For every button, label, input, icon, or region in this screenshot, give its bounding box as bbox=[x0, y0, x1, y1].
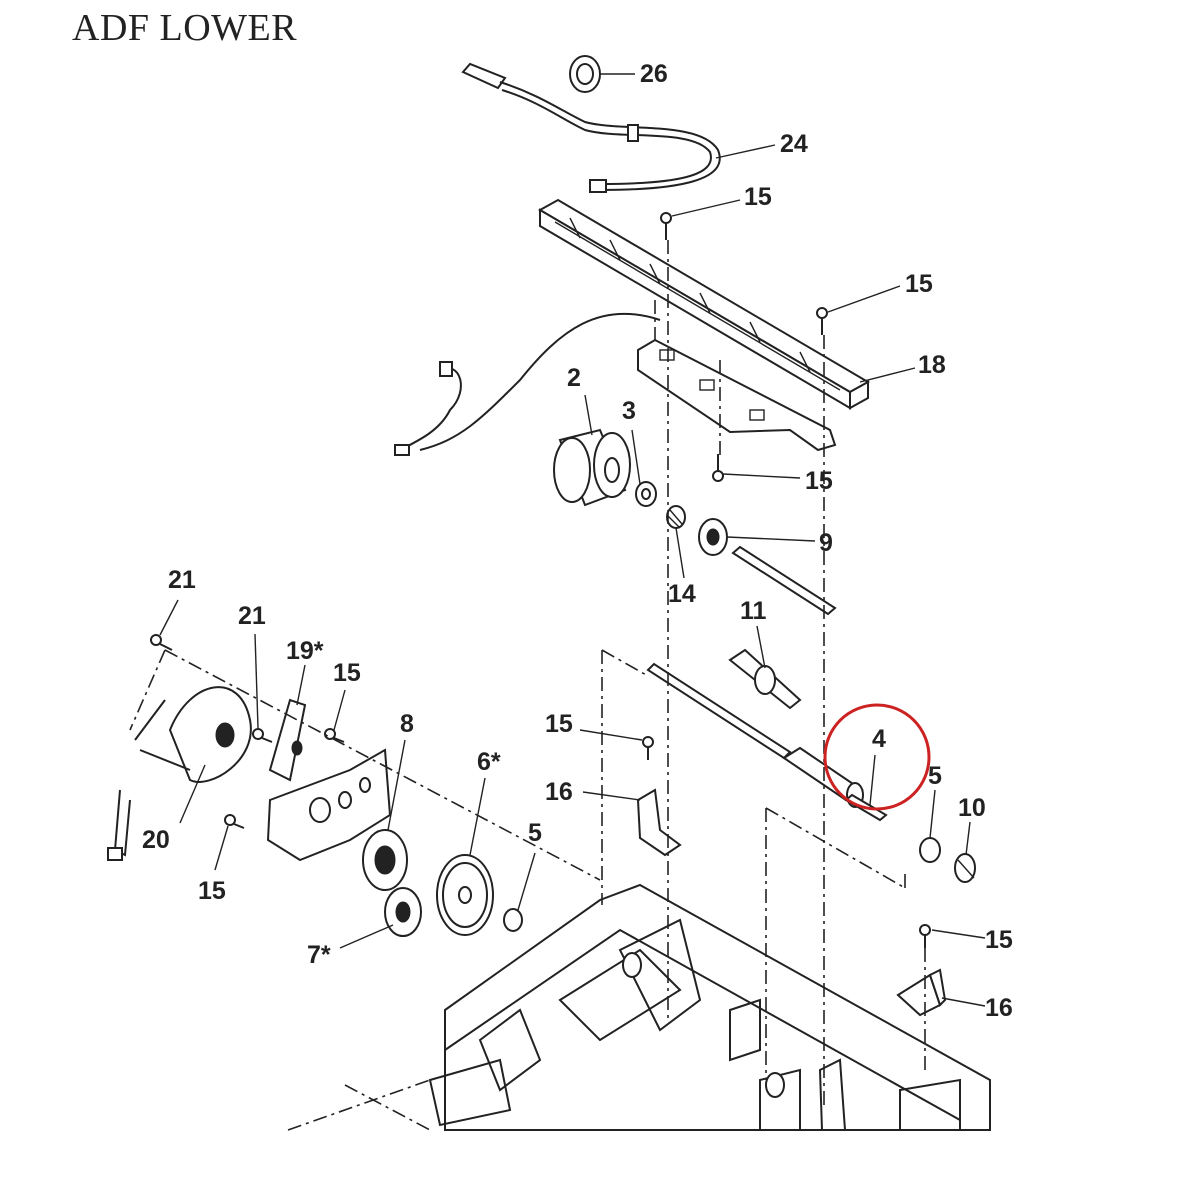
callout-14: 14 bbox=[668, 580, 696, 608]
screw-icon bbox=[324, 728, 345, 743]
part-bushing-5a bbox=[919, 837, 941, 863]
callout-18: 18 bbox=[918, 351, 946, 379]
part-bar-18 bbox=[537, 198, 871, 410]
part-bracket-16b bbox=[896, 968, 947, 1017]
part-connector-26 bbox=[569, 55, 601, 93]
part-bracket-16a bbox=[636, 788, 682, 857]
leader-lines bbox=[159, 73, 986, 1007]
callout-6: 6* bbox=[477, 748, 501, 776]
part-gear-8 bbox=[362, 829, 408, 891]
callout-21: 21 bbox=[168, 566, 196, 594]
part-base-chassis bbox=[428, 883, 991, 1131]
callout-4: 4 bbox=[872, 725, 886, 753]
callout-11: 11 bbox=[740, 597, 767, 625]
callout-15: 15 bbox=[805, 467, 833, 495]
part-cable-24 bbox=[461, 62, 721, 193]
callout-8: 8 bbox=[400, 710, 414, 738]
part-gear-7 bbox=[384, 887, 422, 937]
part-bushing-5b bbox=[503, 908, 523, 932]
part-motor-20 bbox=[107, 686, 252, 861]
part-gear-9 bbox=[698, 518, 728, 556]
screw-icon bbox=[660, 212, 672, 240]
callout-10: 10 bbox=[958, 794, 986, 822]
part-collar-3 bbox=[635, 481, 657, 507]
part-gear-11 bbox=[728, 648, 802, 710]
part-motor-2 bbox=[553, 428, 631, 507]
callout-24: 24 bbox=[780, 130, 808, 158]
callout-15: 15 bbox=[744, 183, 772, 211]
screw-icon bbox=[919, 924, 931, 948]
callout-15: 15 bbox=[905, 270, 933, 298]
callout-16: 16 bbox=[545, 778, 573, 806]
callout-5: 5 bbox=[528, 819, 542, 847]
callout-15: 15 bbox=[198, 877, 226, 905]
callout-7: 7* bbox=[307, 941, 331, 969]
part-spring-14 bbox=[666, 505, 686, 529]
callout-16: 16 bbox=[985, 994, 1013, 1022]
callout-labels: 26 24 15 15 18 2 3 15 9 14 21 21 19* 15 … bbox=[142, 60, 1013, 1022]
screw-icon bbox=[642, 736, 654, 760]
callout-19: 19* bbox=[286, 637, 324, 665]
highlight-circle bbox=[823, 703, 931, 811]
callout-3: 3 bbox=[622, 397, 636, 425]
part-frame-plate bbox=[266, 748, 392, 862]
callout-9: 9 bbox=[819, 529, 833, 557]
part-bracket-plate bbox=[637, 338, 837, 452]
callout-2: 2 bbox=[567, 364, 581, 392]
screw-icon bbox=[150, 634, 173, 651]
callout-5: 5 bbox=[928, 762, 942, 790]
callout-21: 21 bbox=[238, 602, 266, 630]
callout-20: 20 bbox=[142, 826, 170, 854]
callout-26: 26 bbox=[640, 60, 668, 88]
screw-icon bbox=[712, 454, 724, 482]
part-bracket-19 bbox=[268, 698, 307, 782]
part-wire-harness bbox=[394, 312, 661, 456]
part-shaft bbox=[731, 545, 837, 616]
screw-icon bbox=[816, 307, 828, 335]
screw-icons bbox=[150, 212, 931, 948]
page-title: ADF LOWER bbox=[72, 7, 298, 49]
callout-15: 15 bbox=[333, 659, 361, 687]
part-roller-4 bbox=[646, 662, 888, 822]
part-gear-6 bbox=[436, 854, 494, 936]
callout-15: 15 bbox=[545, 710, 573, 738]
part-bearing-10 bbox=[954, 853, 976, 883]
callout-15: 15 bbox=[985, 926, 1013, 954]
alignment-lines bbox=[129, 240, 926, 1131]
screw-icon bbox=[224, 814, 245, 829]
screw-icon bbox=[252, 728, 273, 743]
